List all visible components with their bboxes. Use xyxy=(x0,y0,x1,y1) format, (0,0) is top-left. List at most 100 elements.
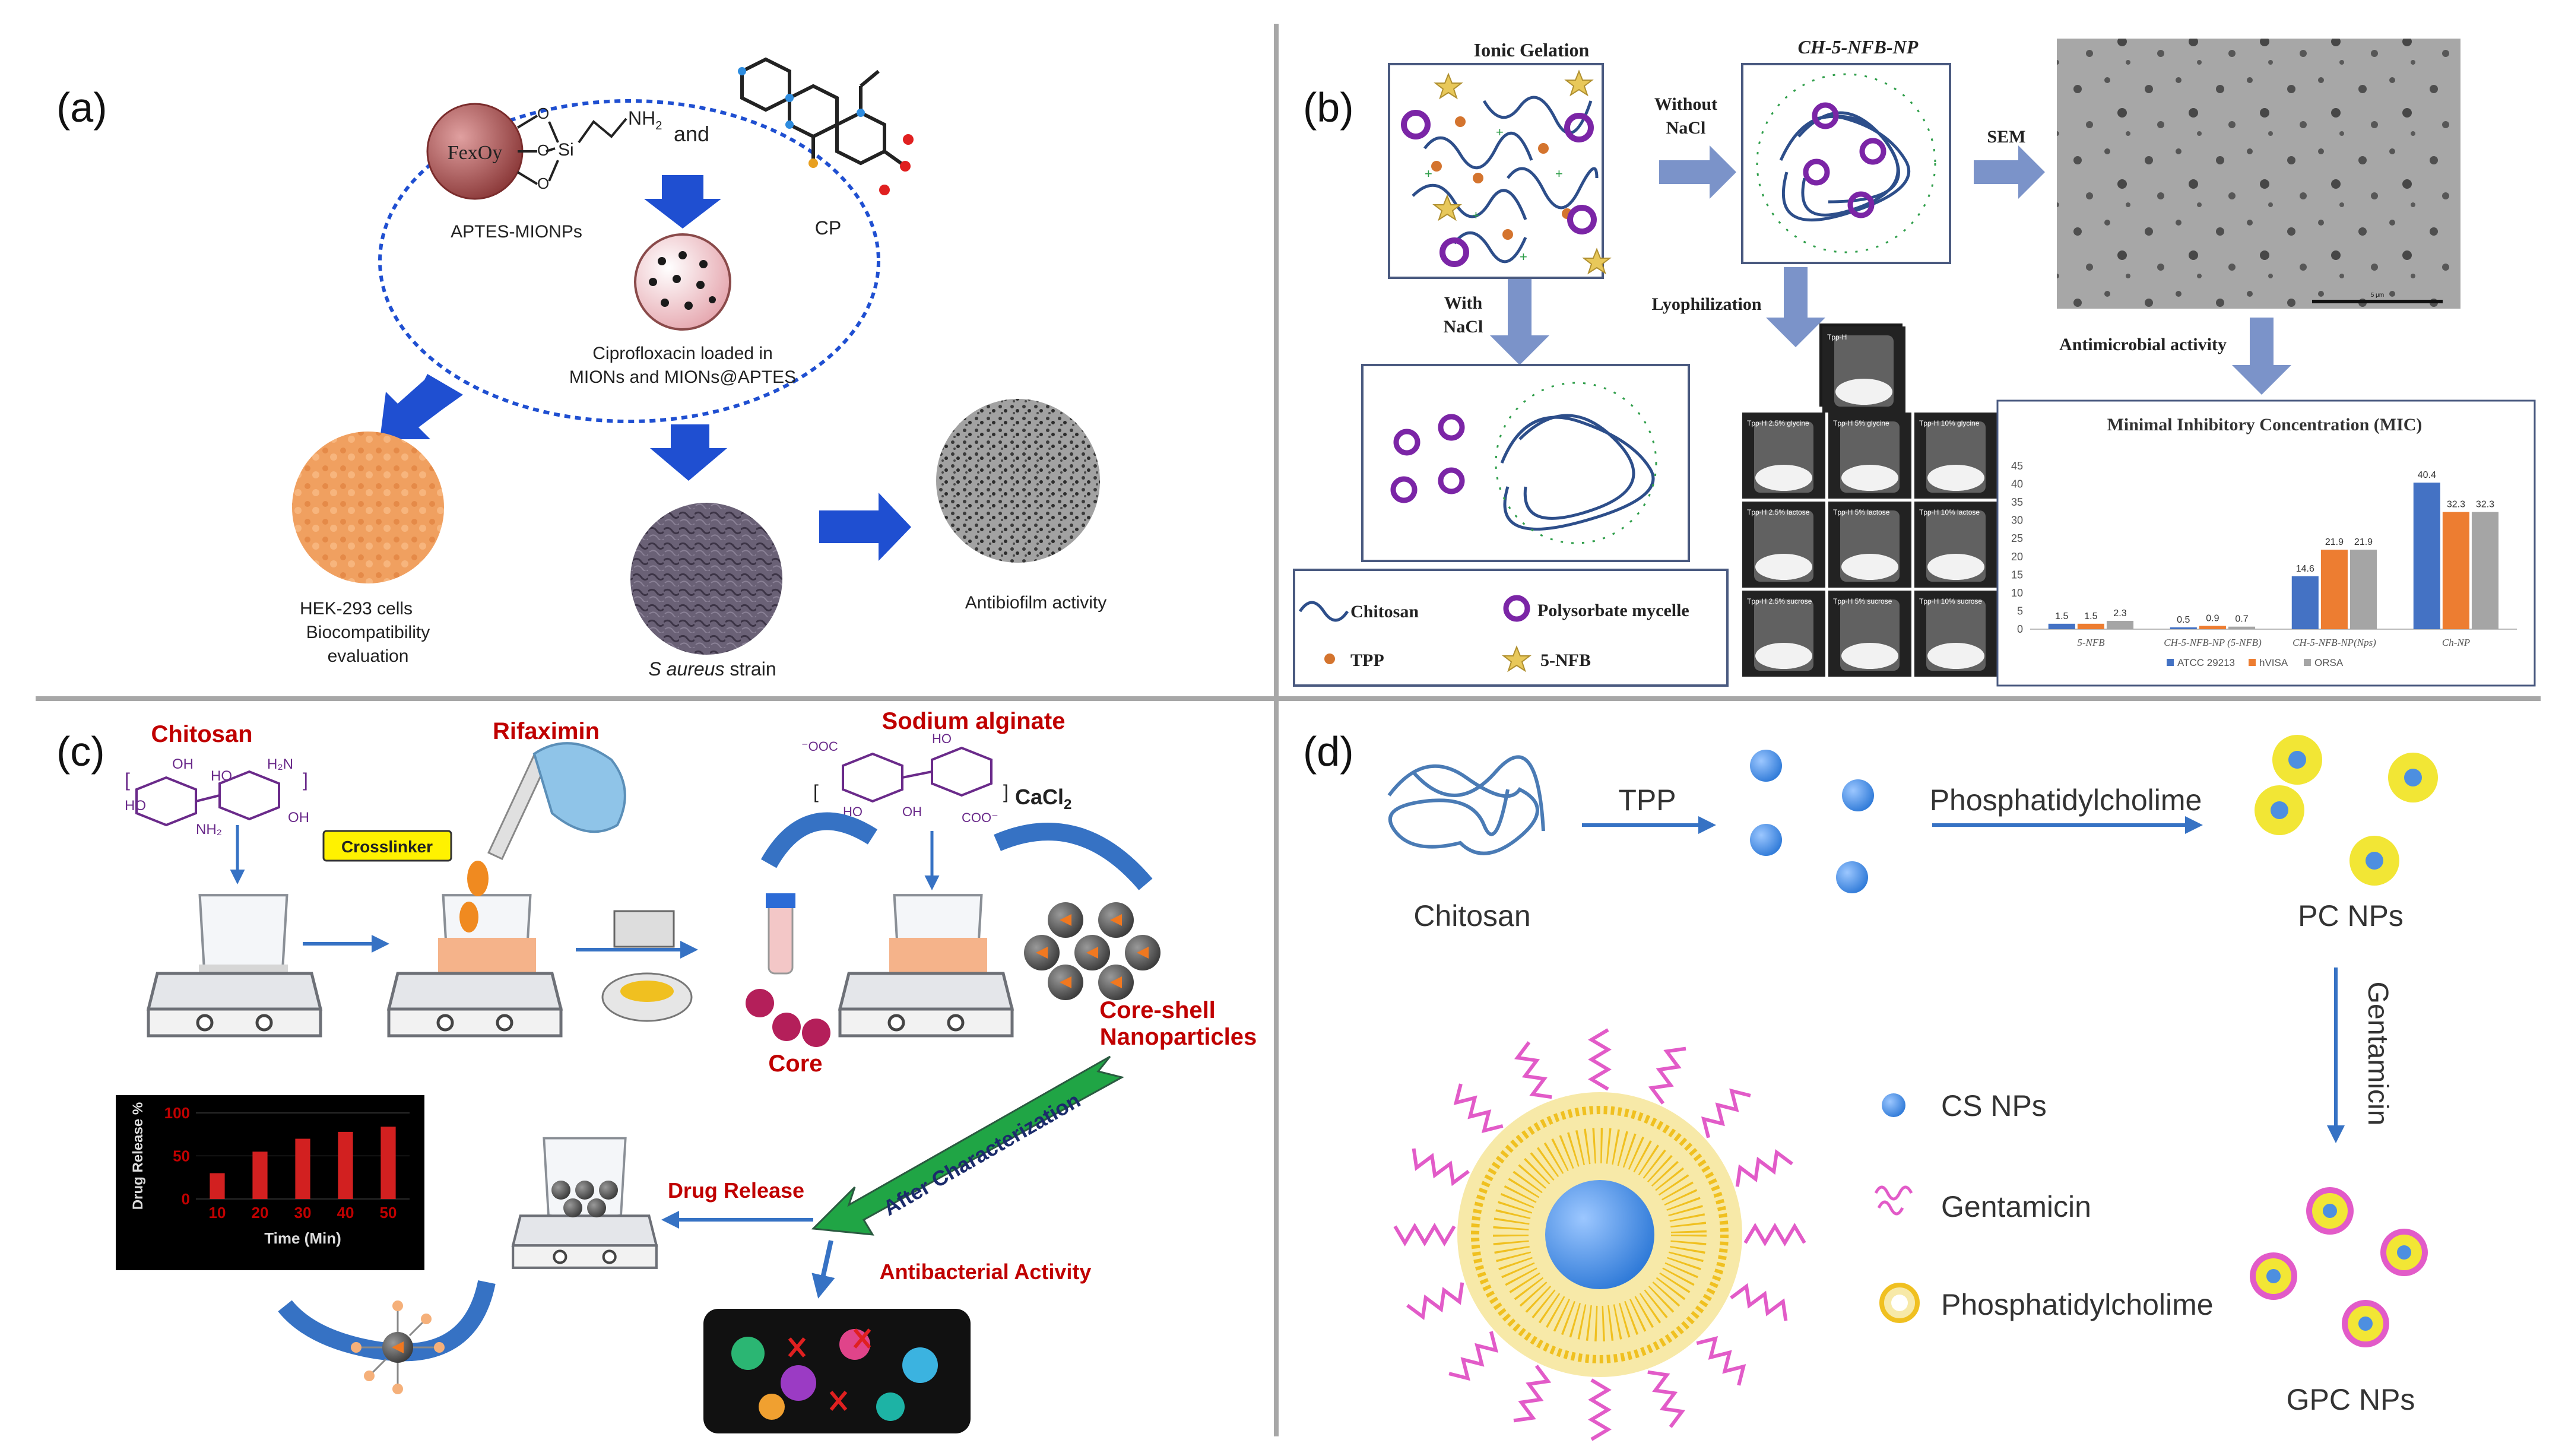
mic-bar xyxy=(2413,483,2440,629)
loaded-label-1: Ciprofloxacin loaded in xyxy=(592,344,773,363)
vial-label: Tpp-H 10% lactose xyxy=(1919,508,1980,516)
vial-photo: Tpp-H 5% sucrose xyxy=(1828,591,1911,677)
crosslinker-box xyxy=(322,830,452,862)
mic-category-label: Ch-NP xyxy=(2442,637,2470,648)
gentamicin-arrow-label: Gentamicin xyxy=(2362,982,2393,1126)
mic-chart-title: Minimal Inhibitory Concentration (MIC) xyxy=(2107,415,2423,434)
ionic-gelation-box xyxy=(1388,63,1604,279)
mic-data-label: 14.6 xyxy=(2296,564,2314,574)
gentamicin-chain xyxy=(1514,1041,1552,1099)
release-x-tick: 40 xyxy=(337,1204,354,1222)
vial-photo: Tpp-H xyxy=(1822,326,1905,413)
with-nacl-2: NaCl xyxy=(1444,317,1483,337)
gentamicin-chain xyxy=(1735,1149,1793,1187)
gentamicin-chain xyxy=(1588,1378,1612,1441)
panel-b-label: (b) xyxy=(1303,84,1354,131)
legend-tpp-icon xyxy=(1324,654,1335,664)
curved-arrow-core xyxy=(760,812,878,868)
panel-d: (d) Chitosan TPP Phosphatidylcholime PC … xyxy=(1303,728,2438,1441)
svg-text:H₂N: H₂N xyxy=(267,756,293,772)
core-shell-label-2: Nanoparticles xyxy=(1100,1024,1257,1050)
release-bar xyxy=(210,1173,225,1199)
svg-text:HO: HO xyxy=(125,798,146,814)
arrow-down-loading xyxy=(644,175,721,229)
mic-bar xyxy=(2471,512,2499,629)
svg-text:OH: OH xyxy=(172,756,194,772)
ciprofloxacin-molecule xyxy=(740,57,906,168)
arrow-antimicrobial xyxy=(2232,318,2291,395)
antibacterial-label: Antibacterial Activity xyxy=(880,1260,1092,1284)
legend-nfb: 5-NFB xyxy=(1540,651,1591,670)
vial-photo: Tpp-H 5% lactose xyxy=(1828,502,1911,588)
legend-polysorbate-icon xyxy=(1503,595,1530,622)
svg-text:HO: HO xyxy=(932,731,952,746)
with-nacl-1: With xyxy=(1444,293,1483,313)
mic-y-tick: 0 xyxy=(2017,623,2023,635)
svg-text:+: + xyxy=(1496,125,1504,139)
svg-text:OH: OH xyxy=(288,810,309,826)
legend-polysorbate: Polysorbate mycelle xyxy=(1537,601,1689,620)
crosslinker-label: Crosslinker xyxy=(341,838,433,856)
without-nacl-2: NaCl xyxy=(1666,118,1706,138)
gentamicin-chain xyxy=(1730,1283,1788,1321)
mic-legend-label: ATCC 29213 xyxy=(2177,657,2235,668)
vial-photo: Tpp-H 2.5% sucrose xyxy=(1742,591,1825,677)
arrow-to-saureus xyxy=(650,424,727,481)
vial-label: Tpp-H 2.5% sucrose xyxy=(1747,597,1812,605)
svg-text:O: O xyxy=(537,175,549,192)
gentamicin-chain xyxy=(1453,1083,1504,1134)
mic-bar xyxy=(2170,627,2197,629)
mic-y-tick: 15 xyxy=(2011,569,2023,581)
mic-legend-swatch xyxy=(2249,659,2256,666)
mic-legend-swatch xyxy=(2167,659,2174,666)
sodium-alginate-label: Sodium alginate xyxy=(882,708,1066,734)
gpc-nanoparticles xyxy=(2250,1187,2428,1347)
amine-label: NH2 xyxy=(628,107,662,132)
panel-b: (b) Ionic Gelation +++++ xyxy=(1293,36,2536,687)
and-label: and xyxy=(674,122,709,146)
antibiofilm-image xyxy=(936,399,1100,563)
svg-text:HO: HO xyxy=(211,768,232,784)
vial-label: Tpp-H 10% sucrose xyxy=(1919,597,1982,605)
without-nacl-1: Without xyxy=(1654,94,1717,114)
aptes-linker xyxy=(516,115,627,185)
mic-data-label: 2.3 xyxy=(2113,608,2126,618)
instrument xyxy=(613,910,675,948)
vial-label: Tpp-H 2.5% lactose xyxy=(1747,508,1810,516)
vial-photo: Tpp-H 2.5% glycine xyxy=(1742,413,1825,499)
svg-text:COO⁻: COO⁻ xyxy=(962,810,998,825)
gentamicin-chain xyxy=(1701,1088,1751,1138)
mic-legend-label: ORSA xyxy=(2314,657,2344,668)
arrow-to-hek xyxy=(380,374,463,439)
np-title: CH-5-NFB-NP xyxy=(1798,36,1919,58)
gentamicin-chain xyxy=(1647,1370,1686,1428)
panel-a-label: (a) xyxy=(56,84,107,131)
gentamicin-chain xyxy=(1406,1282,1464,1321)
svg-text:[: [ xyxy=(813,781,819,802)
pc-nps-label: PC NPs xyxy=(2298,899,2404,932)
svg-text:+: + xyxy=(1425,166,1432,181)
legend-chitosan: Chitosan xyxy=(1350,602,1419,621)
legend-cs-icon xyxy=(1882,1093,1905,1117)
hek-label-2: Biocompatibility xyxy=(306,623,430,642)
mic-bar xyxy=(2199,626,2226,629)
rifaximin-label: Rifaximin xyxy=(493,718,600,744)
chitosan-tangle-d xyxy=(1387,755,1545,855)
mic-data-label: 0.5 xyxy=(2177,615,2190,625)
vial-photo: Tpp-H 10% lactose xyxy=(1914,502,1997,588)
mic-y-tick: 20 xyxy=(2011,551,2023,563)
mic-y-tick: 30 xyxy=(2011,515,2023,526)
loaded-particle xyxy=(634,233,731,331)
mic-category-label: CH-5-NFB-NP (5-NFB) xyxy=(2164,637,2262,648)
release-x-tick: 50 xyxy=(380,1204,397,1222)
vial-photo: Tpp-H 2.5% lactose xyxy=(1742,502,1825,588)
gentamicin-chain xyxy=(1412,1148,1470,1187)
mic-legend-swatch xyxy=(2304,659,2311,666)
mic-bar xyxy=(2349,550,2377,629)
curved-arrow-shell xyxy=(994,823,1153,890)
gentamicin-chain xyxy=(1696,1336,1746,1386)
hek-cells-image xyxy=(292,432,444,583)
release-x-label: Time (Min) xyxy=(264,1229,341,1247)
